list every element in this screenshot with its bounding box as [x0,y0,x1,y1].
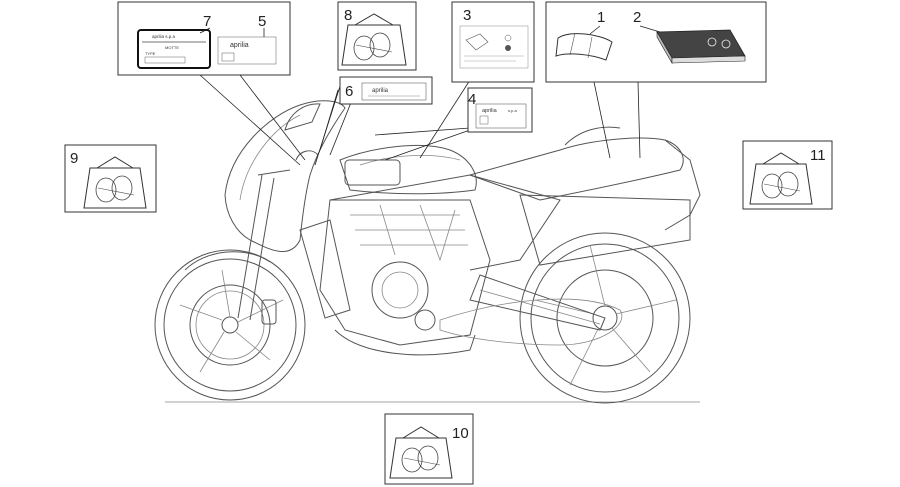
callout-box-4: aprilia s.p.a 4 [467,87,533,133]
callout-3: 3 [463,7,471,24]
parts-bag-icon [749,152,813,205]
document-pouch-icon [555,32,613,61]
callout-10: 10 [452,425,469,442]
callout-box-1-2: 1 2 [545,1,767,83]
motorcycle-drawing [154,100,701,404]
callout-6: 6 [345,83,353,100]
callout-1: 1 [597,9,605,26]
spa-text-4: s.p.a [508,108,517,113]
plate-line-2: TYPE [145,51,156,56]
callout-box-11: 11 [742,140,833,210]
parts-bag-icon [341,13,407,66]
callout-2: 2 [633,9,641,26]
brand-sticker-4: aprilia [482,108,498,114]
callout-box-9: 9 [64,144,157,213]
parts-bag-icon [83,156,147,209]
callout-4: 4 [468,91,476,108]
callout-11: 11 [810,147,826,164]
front-wheel [154,249,306,401]
callout-7: 7 [203,13,211,30]
owners-manual-icon [656,29,746,65]
callout-5: 5 [258,13,266,30]
callout-box-3: 3 [451,1,535,83]
parts-bag-icon [389,426,453,479]
engine [319,199,491,346]
plate-line-3: MOTTE [165,45,179,50]
callout-9: 9 [70,150,78,167]
callout-box-6: aprilia 6 [339,76,433,105]
callout-8: 8 [344,7,352,24]
brand-sticker-5: aprilia [230,42,249,49]
callout-box-7-5: aprilia s.p.a MOTTE TYPE aprilia 7 5 [117,1,291,76]
callout-box-10: 10 [384,413,474,485]
brand-sticker-6: aprilia [372,88,389,94]
rear-wheel [519,232,691,404]
plate-line-1: aprilia s.p.a [152,34,176,39]
callout-box-8: 8 [337,1,417,71]
